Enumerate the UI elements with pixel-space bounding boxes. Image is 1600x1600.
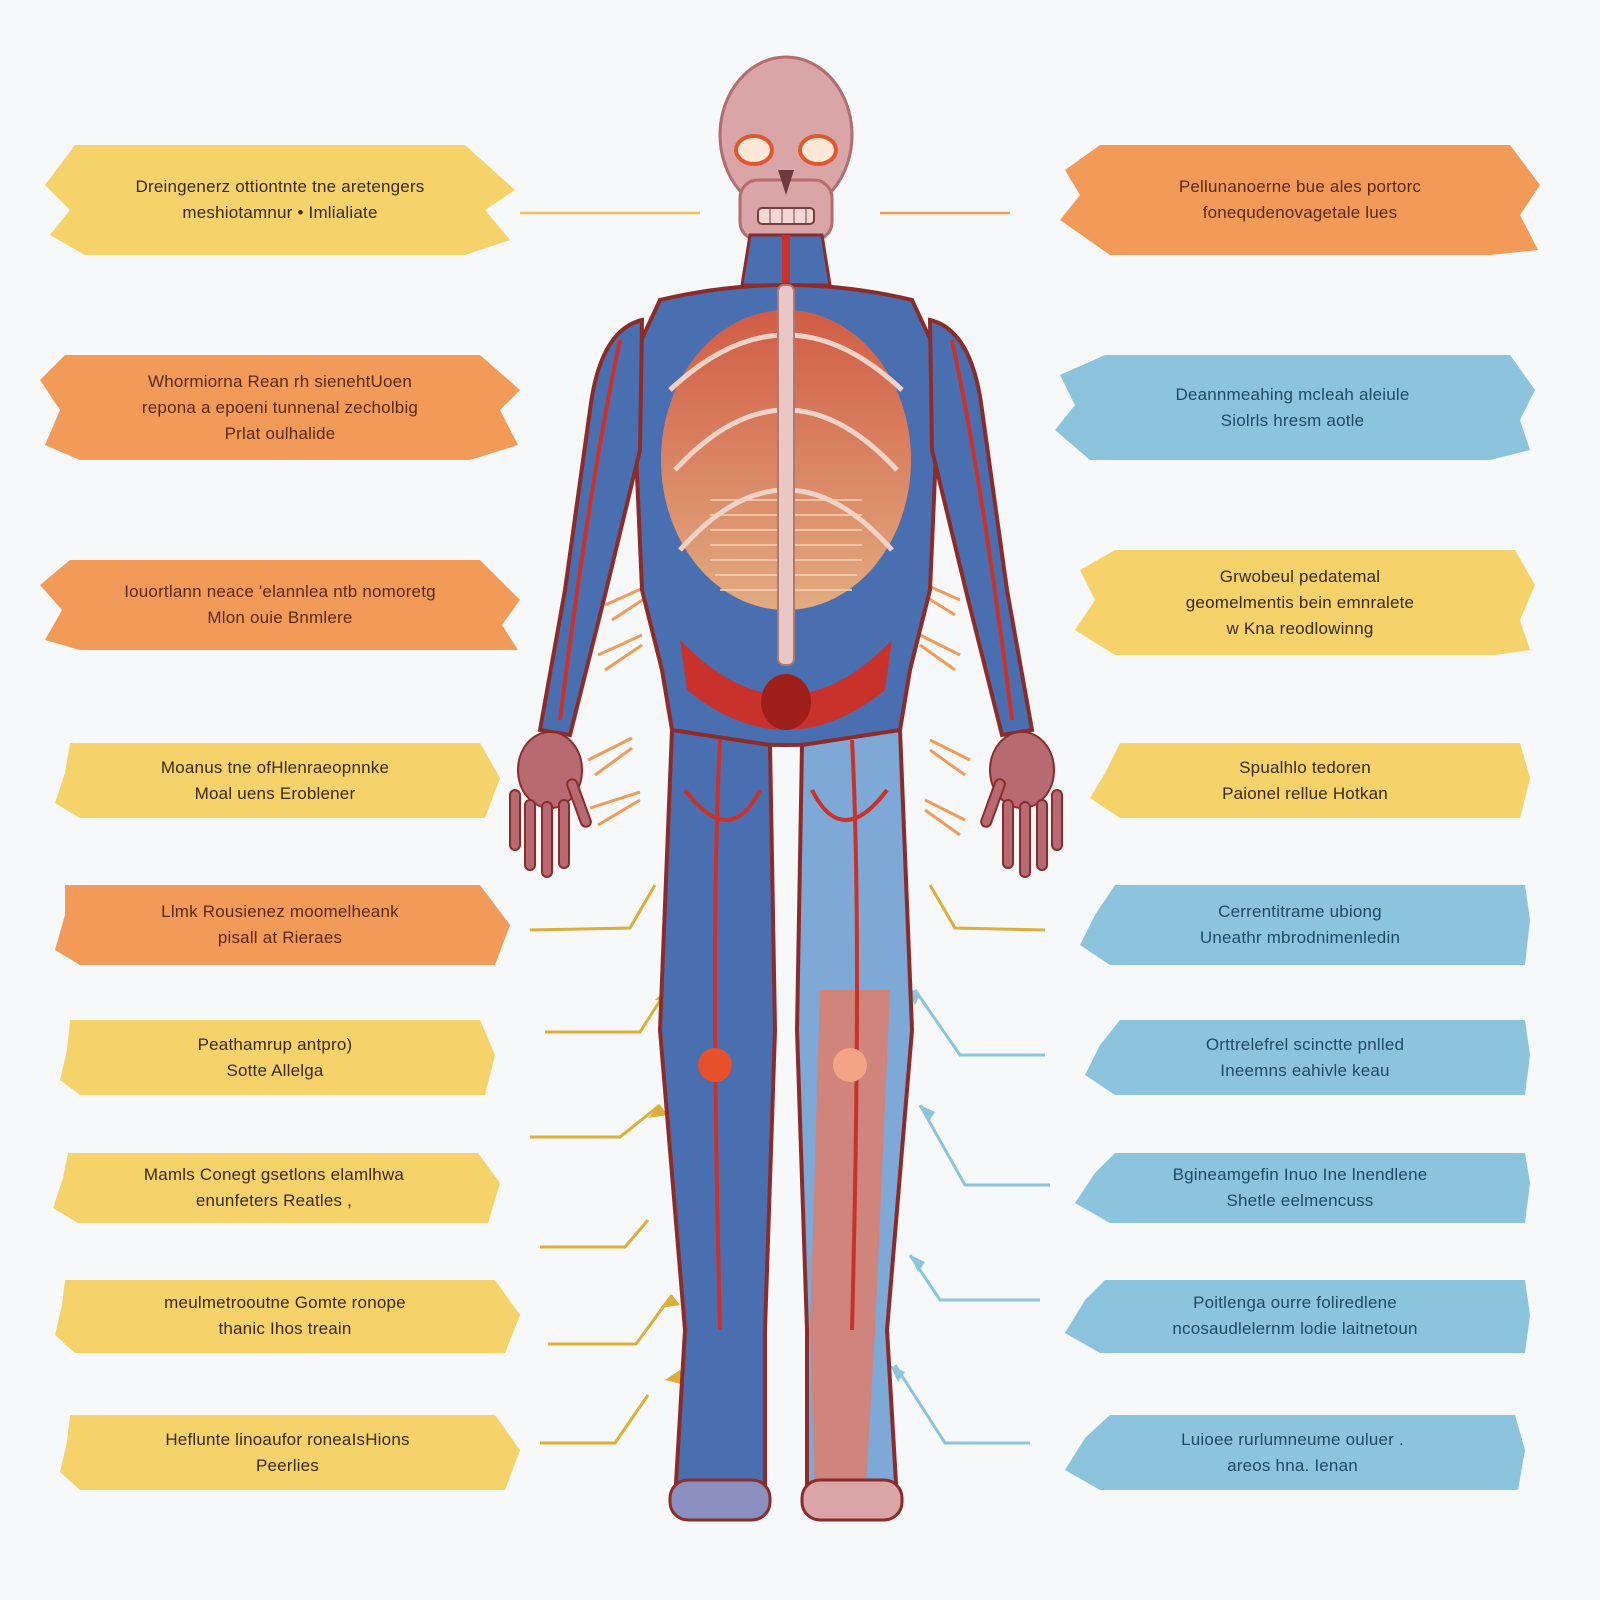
label-line: Poitlenga ourre foliredlene [1193, 1293, 1397, 1312]
label-line: w Kna reodlowinng [1226, 618, 1374, 638]
label-line: meshiotamnur • Imlialiate [182, 203, 378, 222]
blue-ribbon-icon [1055, 355, 1535, 460]
label-line: Peathamrup antpro) [197, 1034, 353, 1054]
label-line: geomelmentis bein emnralete [1185, 592, 1415, 612]
orange-ribbon-icon [55, 885, 510, 965]
left-label-7: Mamls Conegt gsetlons elamlhwa enunfeters… [48, 1148, 500, 1228]
left-label-1: Dreingenerz ottiontnte tne aretengers mes… [45, 140, 515, 260]
label-line: Cerrentitrame ubiong [1218, 902, 1382, 921]
yellow-ribbon-icon [45, 145, 515, 255]
label-line: Mlon ouie Bnmlere [207, 608, 353, 627]
yellow-ribbon-icon [1075, 550, 1535, 655]
yellow-ribbon-icon [60, 1415, 520, 1490]
blue-ribbon-icon [1080, 885, 1530, 965]
skull-icon [718, 55, 854, 242]
label-line: repona a epoeni tunnenal zecholbig [141, 397, 419, 417]
label-line: Pellunanoerne bue ales portorc [1178, 177, 1422, 196]
label-line: Shetle eelmencuss [1226, 1191, 1374, 1210]
orange-ribbon-icon [40, 560, 520, 650]
label-line: Ineemns eahivle keau [1220, 1060, 1390, 1080]
label-line: enunfeters Reatles , [195, 1191, 353, 1210]
yellow-ribbon-icon [55, 743, 500, 818]
label-line: pisall at Rieraes [217, 928, 343, 947]
right-label-3: Grwobeul pedatemal geomelmentis bein emnr… [1065, 545, 1535, 660]
blue-ribbon-icon [1075, 1153, 1530, 1223]
yellow-ribbon-icon [60, 1020, 495, 1095]
orange-ribbon-icon [1060, 145, 1540, 255]
label-line: Luioee rurlumneume ouluer . [1181, 1429, 1404, 1449]
label-line: Orttrelefrel scinctte pnlled [1205, 1034, 1405, 1054]
yellow-ribbon-icon [1090, 743, 1530, 818]
label-line: Spualhlo tedoren [1239, 757, 1371, 777]
label-line: Grwobeul pedatemal [1219, 566, 1381, 586]
left-label-6: Peathamrup antpro) Sotte Allelga [55, 1015, 495, 1100]
label-line: fonequdenovagetale lues [1202, 203, 1398, 222]
label-line: ncosaudlelernm lodie laitnetoun [1172, 1319, 1418, 1338]
label-line: thanic Ihos treain [218, 1319, 352, 1338]
yellow-ribbon-icon [53, 1153, 500, 1223]
right-label-9: Luioee rurlumneume ouluer . areos hna. Ie… [1060, 1410, 1525, 1495]
label-line: Moanus tne ofHlenraeopnnke [160, 757, 390, 777]
label-line: Heflunte linoaufor roneaIsHions [165, 1429, 410, 1449]
label-line: Mamls Conegt gsetlons elamlhwa [143, 1165, 405, 1184]
label-line: Llmk Rousienez moomelheank [161, 902, 399, 921]
left-label-2: Whormiorna Rean rh sienehtUoen repona a e… [40, 350, 520, 465]
left-label-5: Llmk Rousienez moomelheank pisall at Rier… [50, 880, 510, 970]
right-label-8: Poitlenga ourre foliredlene ncosaudlelern… [1060, 1275, 1530, 1357]
blue-ribbon-icon [1065, 1280, 1530, 1353]
label-line: Moal uens Eroblener [194, 783, 356, 803]
label-line: Whormiorna Rean rh sienehtUoen [148, 371, 412, 391]
label-line: Siolrls hresm aotle [1220, 410, 1365, 430]
label-line: Sotte Allelga [226, 1060, 324, 1080]
label-line: Prlat oulhalide [224, 423, 336, 443]
left-label-8: meulmetrooutne Gomte ronope thanic Ihos t… [50, 1275, 520, 1357]
label-line: Dreingenerz ottiontnte tne aretengers [135, 177, 425, 196]
label-line: Deannmeahing mcleah aleiule [1175, 384, 1410, 404]
label-line: Iouortlann neace 'elannlea ntb nomoretg [124, 582, 436, 601]
blue-ribbon-icon [1085, 1020, 1530, 1095]
label-line: areos hna. Ienan [1227, 1455, 1358, 1475]
label-line: Peerlies [255, 1455, 320, 1475]
label-line: Paionel rellue Hotkan [1222, 783, 1388, 803]
label-line: meulmetrooutne Gomte ronope [164, 1293, 406, 1312]
label-line: Bgineamgefin Inuo Ine lnendlene [1172, 1165, 1428, 1184]
yellow-ribbon-icon [55, 1280, 520, 1353]
right-label-1: Pellunanoerne bue ales portorc fonequdeno… [1060, 140, 1540, 260]
human-anatomy-figure [509, 55, 1063, 1522]
blue-ribbon-icon [1065, 1415, 1525, 1490]
label-line: Uneathr mbrodnimenledin [1199, 928, 1401, 947]
orange-ribbon-icon [40, 355, 520, 460]
